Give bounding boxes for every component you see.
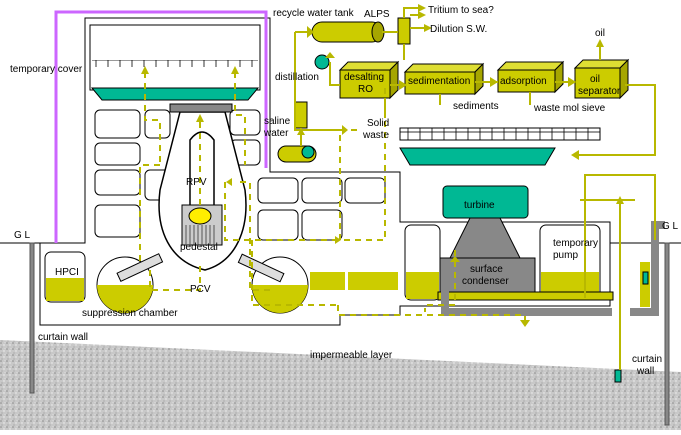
spent-fuel-pool xyxy=(90,87,260,101)
label-oil-separator-2: separator xyxy=(578,86,621,97)
label-adsorption: adsorption xyxy=(500,76,547,87)
top-grating xyxy=(92,60,258,67)
hpci-water xyxy=(46,278,84,301)
label-saline-water-2: water xyxy=(263,128,289,139)
alps-unit xyxy=(397,17,411,45)
condenser-water xyxy=(437,291,614,301)
label-saline-water-1: saline xyxy=(264,116,291,127)
label-hpci: HPCI xyxy=(55,267,79,278)
label-tritium-to-sea: Tritium to sea? xyxy=(428,5,494,16)
label-dilution-sw: Dilution S.W. xyxy=(430,24,487,35)
basement-water-2 xyxy=(348,272,398,290)
label-temporary-pump-2: pump xyxy=(553,250,578,261)
label-waste-mol-sieve: waste mol sieve xyxy=(533,103,606,114)
label-gl-right: G L xyxy=(662,221,679,232)
label-suppression-chamber: suppression chamber xyxy=(82,308,178,319)
basement-water-1 xyxy=(310,272,345,290)
label-sediments: sediments xyxy=(453,101,499,112)
control-rod-drives xyxy=(185,225,215,245)
label-surface-condenser-2: condenser xyxy=(462,276,509,287)
label-gl-left: G L xyxy=(14,230,31,241)
flow-arrows xyxy=(141,4,624,327)
pcv-head-slab xyxy=(169,103,233,113)
label-recycle-water-tank: recycle water tank xyxy=(273,8,355,19)
curtain-wall-left xyxy=(29,242,35,394)
trench-monitor xyxy=(642,271,649,285)
temporary-cover xyxy=(54,10,268,243)
impermeable-layer xyxy=(0,340,681,430)
curtain-wall-right xyxy=(664,242,670,426)
groundwater-monitor xyxy=(614,369,622,383)
label-temporary-pump-1: temporary xyxy=(553,238,598,249)
label-oil-separator-1: oil xyxy=(590,74,600,85)
label-alps: ALPS xyxy=(364,9,390,20)
label-sedimentation: sedimentation xyxy=(408,76,470,87)
label-solid-waste-1: Solid xyxy=(367,118,389,129)
label-solid-waste-2: waste xyxy=(362,130,390,141)
label-impermeable-layer: impermeable layer xyxy=(310,350,393,361)
label-ro: RO xyxy=(358,84,373,95)
vent-pipe-left xyxy=(116,253,164,283)
process-pipes xyxy=(294,7,656,370)
label-pcv: PCV xyxy=(190,284,211,295)
distillation-unit xyxy=(294,101,308,129)
label-curtain-wall-right-2: wall xyxy=(636,366,654,377)
trench-pipe xyxy=(630,221,665,316)
turbine-grating xyxy=(399,127,601,141)
fuel-debris xyxy=(188,207,212,225)
label-distillation: distillation xyxy=(275,72,319,83)
label-turbine: turbine xyxy=(464,200,495,211)
turbine-pool xyxy=(399,147,556,166)
drain-pipe xyxy=(441,280,612,316)
label-pedestal: pedestal xyxy=(180,242,218,253)
label-curtain-wall-right-1: curtain xyxy=(632,354,662,365)
desalting-ro-unit xyxy=(339,69,391,99)
torus-water-left xyxy=(97,285,153,313)
label-temporary-cover: temporary cover xyxy=(10,64,83,75)
label-surface-condenser-1: surface xyxy=(470,264,503,275)
label-oil: oil xyxy=(595,28,605,39)
operating-floor xyxy=(89,24,261,91)
saline-pump xyxy=(301,145,315,159)
label-rpv: RPV xyxy=(186,177,207,188)
label-desalting: desalting xyxy=(344,72,384,83)
label-curtain-wall-left: curtain wall xyxy=(38,332,88,343)
